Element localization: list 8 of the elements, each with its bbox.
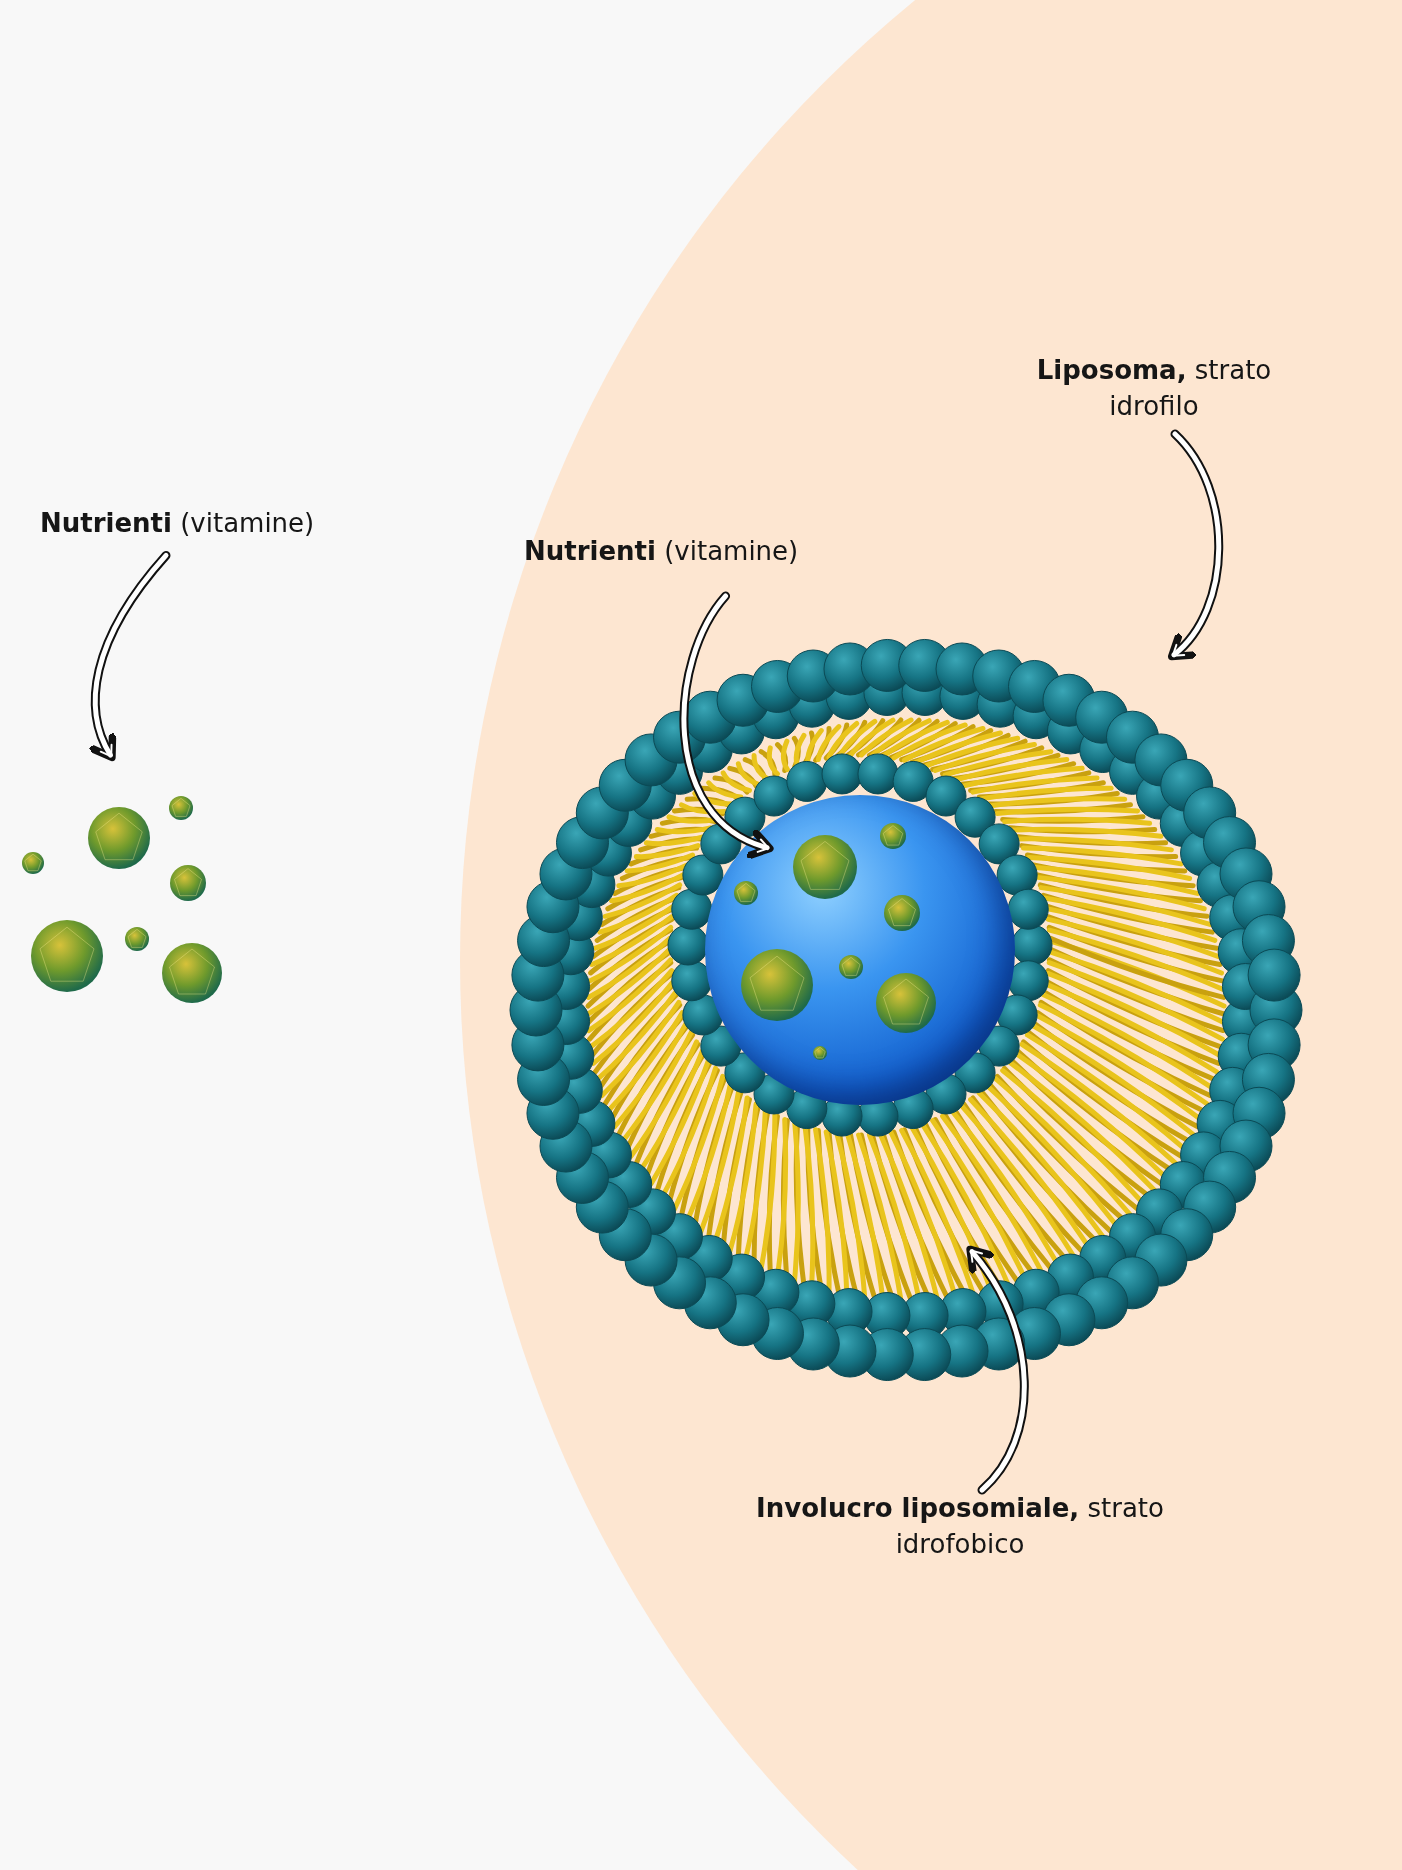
curved-arrow	[1168, 429, 1224, 661]
curved-arrow	[966, 1245, 1029, 1495]
curved-arrow	[679, 591, 774, 857]
callout-label: Nutrienti (vitamine)	[40, 505, 400, 547]
callout-label: Nutrienti (vitamine)	[524, 533, 884, 575]
callout-label: Liposoma, strato idrofilo	[1004, 352, 1304, 434]
curved-arrow	[89, 550, 171, 762]
callout-label: Involucro liposomiale, strato idrofobico	[740, 1490, 1180, 1570]
